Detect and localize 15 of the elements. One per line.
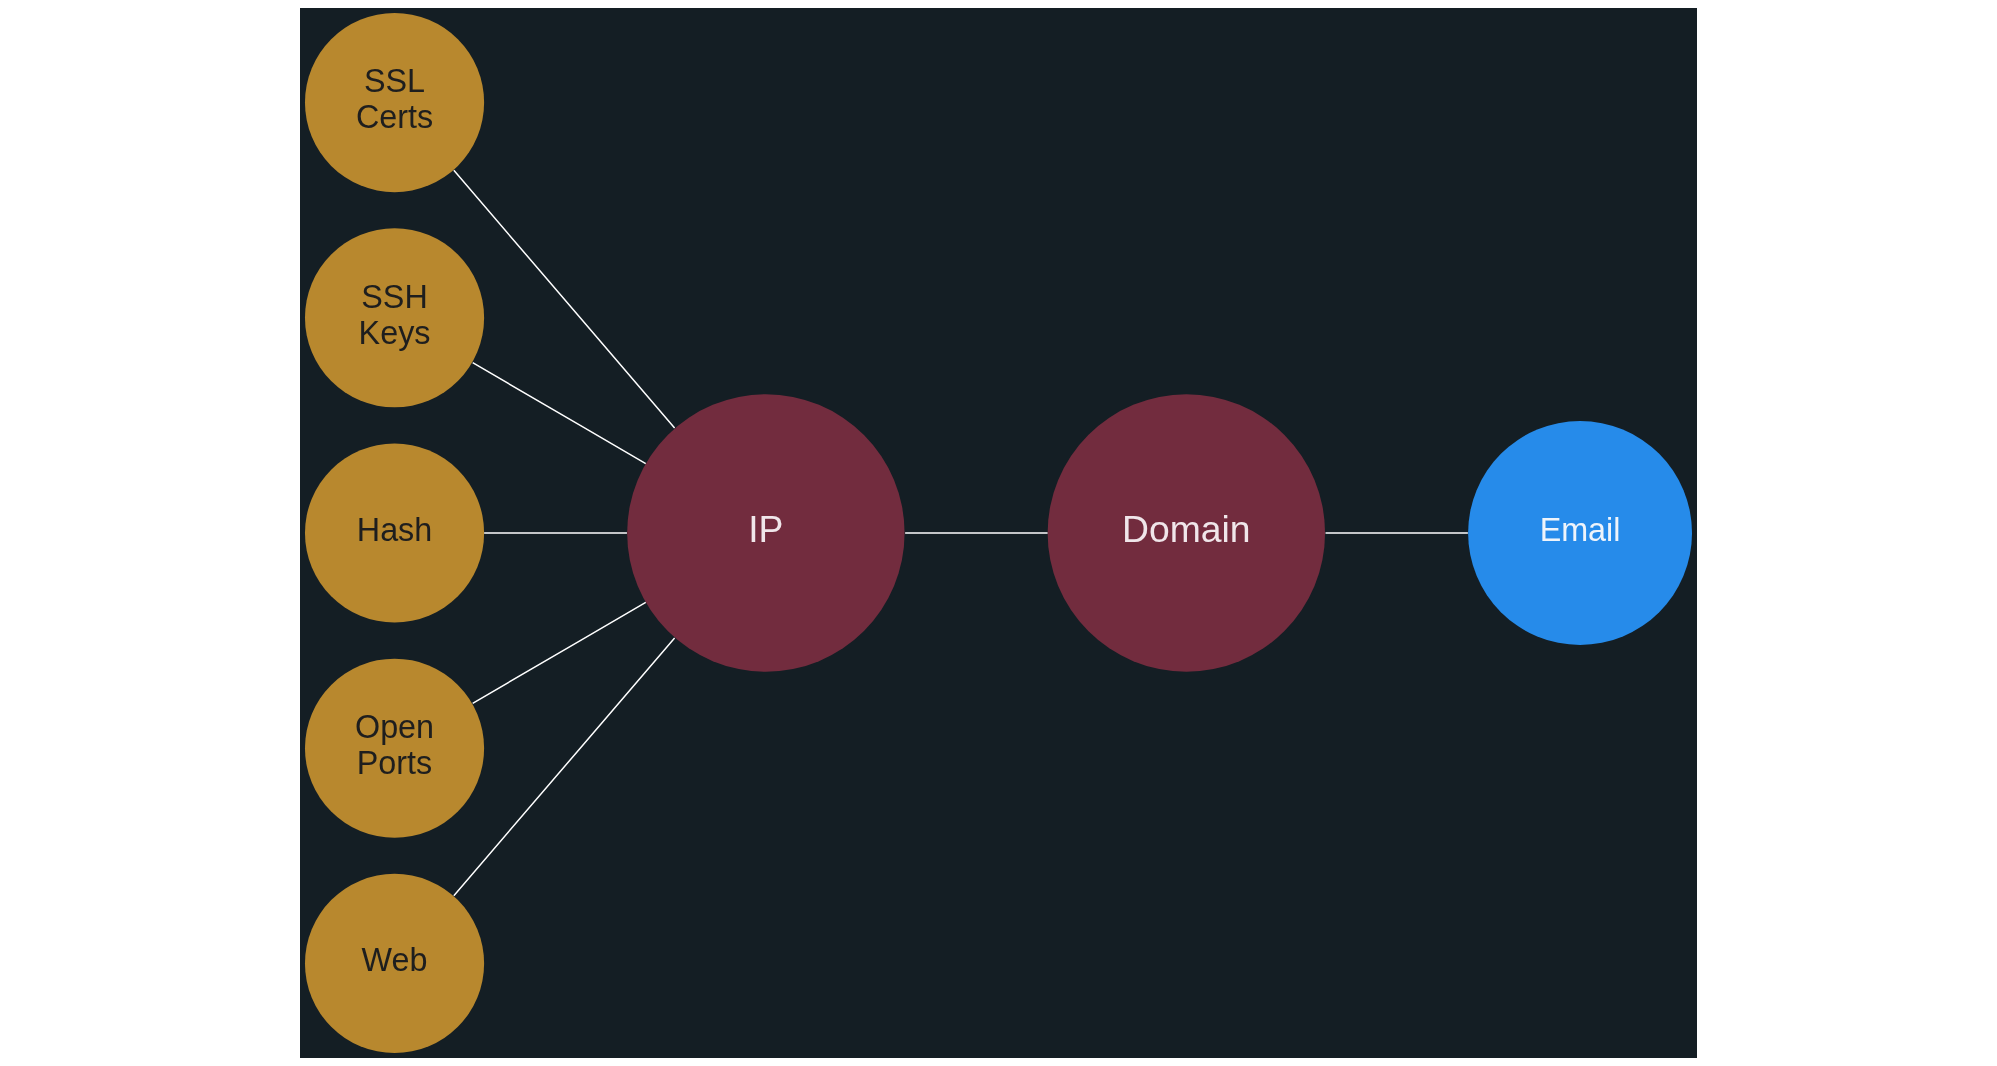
connector	[483, 532, 628, 534]
node-circle: Domain	[1047, 394, 1326, 672]
connector	[471, 601, 647, 705]
connector	[453, 637, 676, 897]
connector	[1324, 532, 1469, 534]
node-circle: Email	[1468, 421, 1692, 645]
node-circle: SSL Certs	[305, 13, 485, 193]
node-circle: Hash	[305, 443, 485, 623]
connector	[453, 169, 676, 429]
node-circle: IP	[627, 394, 905, 672]
node-circle: Web	[305, 873, 485, 1053]
connector	[904, 532, 1049, 534]
connector	[471, 361, 647, 465]
node-circle: SSH Keys	[305, 228, 485, 408]
node-circle: Open Ports	[305, 658, 485, 838]
